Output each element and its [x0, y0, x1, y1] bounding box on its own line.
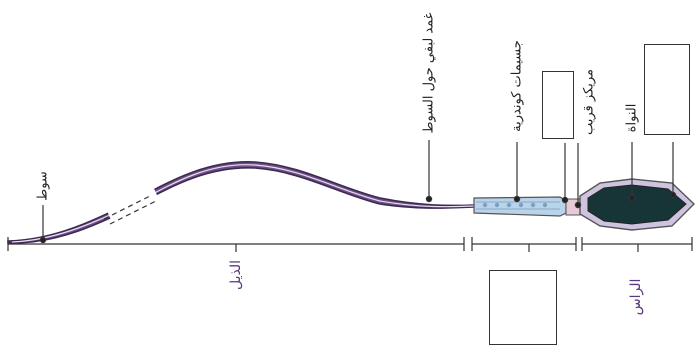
- answer-box-acrosome[interactable]: [644, 44, 690, 135]
- midpiece: [473, 196, 567, 217]
- flagellum-label: سوط: [35, 171, 51, 201]
- answer-box-midpiece[interactable]: [489, 270, 557, 345]
- centriole-label: مريكز قريب: [581, 68, 597, 136]
- mitochondrial-sheath-label: غمد لبفي حول السوط: [421, 12, 437, 134]
- sperm-tail: [7, 161, 475, 244]
- mitochondria-label: جسيمات كوندرية: [509, 40, 525, 132]
- answer-box-centriole-distal[interactable]: [542, 71, 574, 139]
- tail-break: [102, 180, 162, 226]
- segment-bracket: [7, 237, 693, 252]
- tail-segment-label: الذيل: [228, 259, 244, 291]
- head-segment-label: الراس: [628, 278, 644, 316]
- nucleus-label: النواة: [624, 103, 640, 133]
- sperm-head: [579, 178, 696, 231]
- leader-lines: [39, 140, 677, 244]
